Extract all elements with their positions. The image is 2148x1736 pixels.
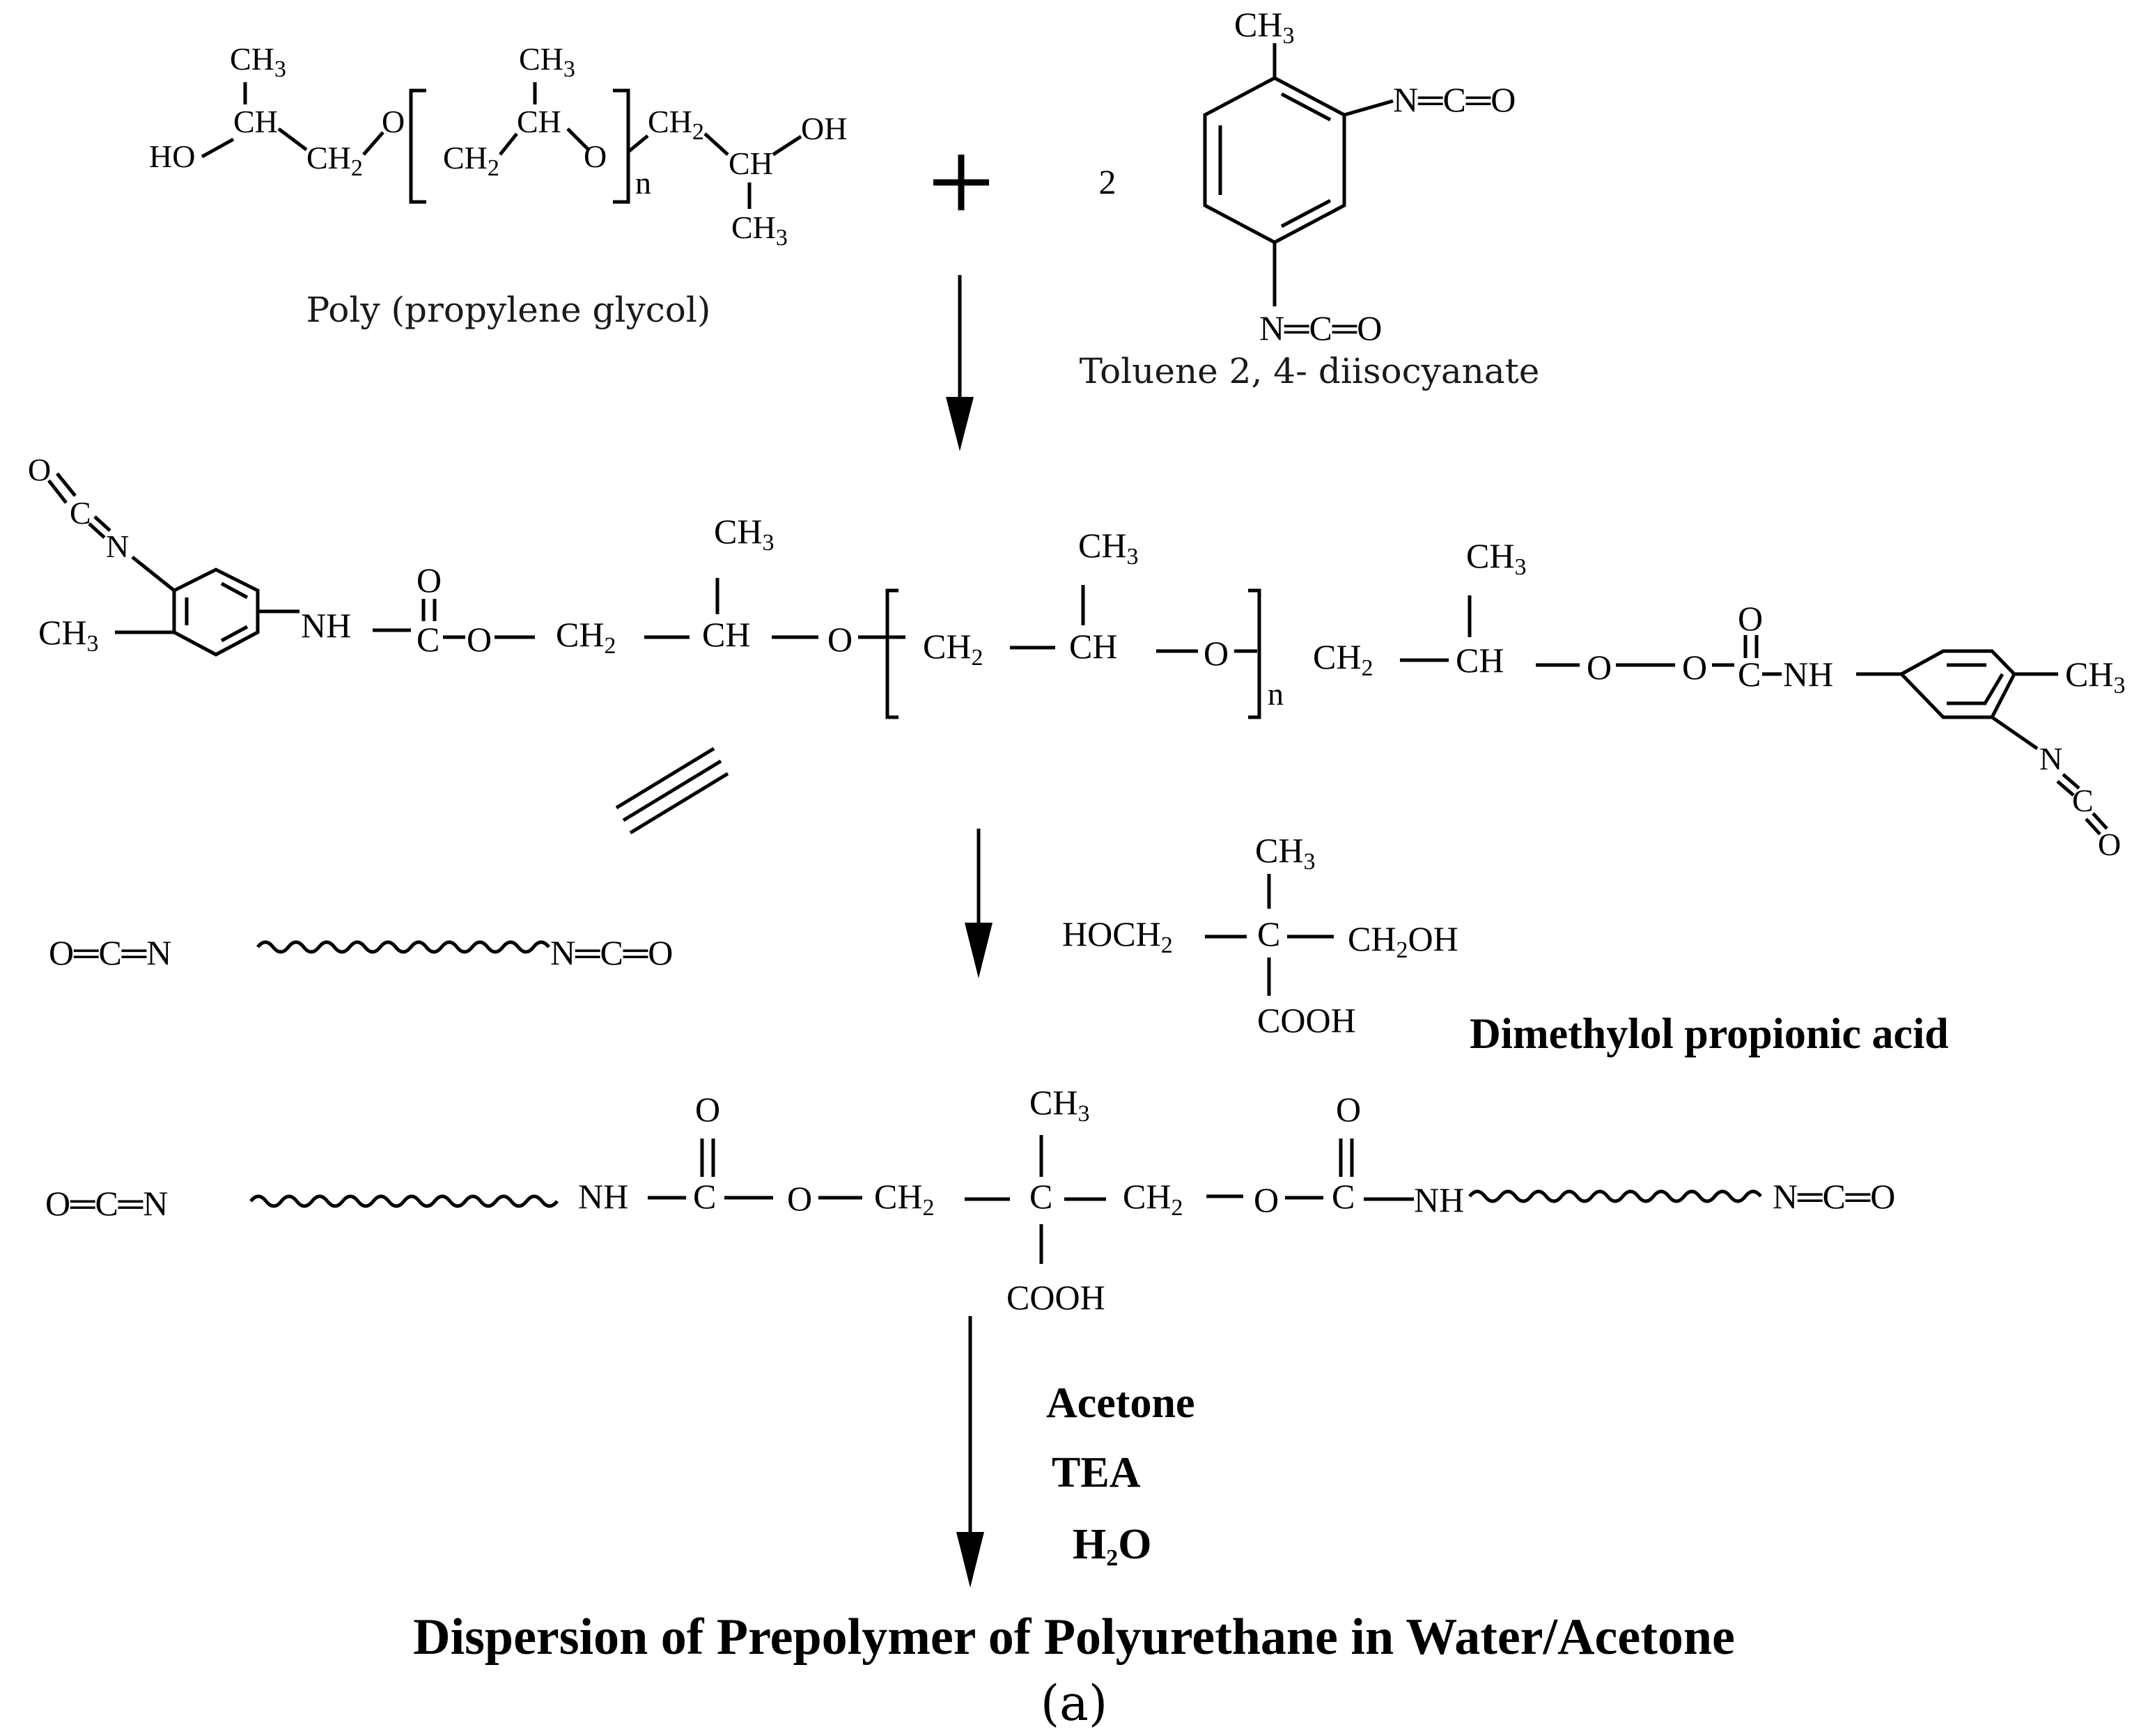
- right-ch3-label: CH3: [2065, 655, 2125, 698]
- ppg-ch2-end-label: CH2: [648, 104, 704, 145]
- right-o-2: O: [1682, 648, 1707, 687]
- ppg-structure: HO CH CH3 CH2 O CH2 CH CH3 O n CH2 CH OH…: [149, 41, 847, 330]
- reaction-arrow-1: [946, 275, 974, 451]
- ext-left-o: O: [787, 1179, 812, 1218]
- ppg-ch3-repeat-label: CH3: [519, 41, 575, 82]
- ext-left-nh: NH: [578, 1177, 628, 1216]
- right-c-label: C: [2072, 783, 2094, 818]
- condition-water: H2O: [1073, 1521, 1151, 1571]
- reaction-arrow-3: [956, 1316, 984, 1588]
- tdi-nco-top: N═C═O: [1393, 80, 1516, 119]
- ppg-oh-label: OH: [801, 111, 847, 146]
- panel-label: (a): [1041, 1675, 1107, 1732]
- right-o-label: O: [2098, 827, 2121, 862]
- tdi-name: Toluene 2, 4- diisocyanate: [1080, 351, 1540, 391]
- chain-ch2-2: CH2: [1313, 637, 1373, 681]
- left-carbonyl-c: C: [417, 620, 439, 659]
- equivalence-symbol: [615, 746, 729, 835]
- tdi-nco-bottom: N═C═O: [1259, 308, 1382, 347]
- ppg-ch3-label: CH3: [230, 41, 286, 82]
- product-caption: Dispersion of Prepolymer of Polyurethane…: [413, 1609, 1735, 1666]
- ext-right-c: C: [1332, 1177, 1355, 1216]
- ppg-o-label: O: [382, 104, 405, 139]
- left-nh-label: NH: [301, 606, 351, 645]
- dmpa-hoch2-label: HOCH2: [1062, 914, 1173, 958]
- simplified-right-nco: N═C═O: [550, 933, 673, 972]
- dmpa-c-label: C: [1257, 914, 1280, 953]
- right-n-label: N: [2039, 741, 2062, 776]
- extended-prepolymer: O═C═N NH C O O CH2 C CH3 CH2 O C O NH N═…: [45, 1083, 1895, 1317]
- left-ch3-label: CH3: [38, 613, 98, 657]
- chain-ch3-2: CH3: [1466, 536, 1526, 580]
- ext-left-c: C: [693, 1177, 716, 1216]
- repeat-ch3: CH3: [1078, 526, 1138, 570]
- ppg-ch-end-label: CH: [729, 146, 773, 181]
- repeat-ch2: CH2: [923, 627, 983, 671]
- tdi-structure: CH3 N═C═O N═C═O Toluene 2, 4- diisocyana…: [1080, 5, 1540, 391]
- ppg-n-label: n: [635, 165, 651, 201]
- condition-acetone: Acetone: [1046, 1379, 1194, 1427]
- reaction-arrow-2: [965, 829, 993, 978]
- right-carbonyl-o: O: [1738, 599, 1763, 638]
- ppg-ch-repeat-label: CH: [517, 104, 561, 139]
- left-o-label: O: [28, 452, 51, 487]
- ext-right-o: O: [1254, 1180, 1279, 1219]
- repeat-o: O: [1204, 634, 1229, 673]
- ext-center-ch3: CH3: [1029, 1083, 1089, 1127]
- chain-ch-2: CH: [1456, 641, 1504, 680]
- ext-center-c: C: [1029, 1177, 1052, 1216]
- ext-left-nco: O═C═N: [45, 1184, 168, 1223]
- condition-tea: TEA: [1052, 1449, 1141, 1496]
- ext-ch2-right: CH2: [1123, 1177, 1183, 1221]
- chain-o-1: O: [827, 620, 853, 659]
- plus-sign: [933, 155, 989, 210]
- tdi-coefficient: 2: [1099, 162, 1116, 201]
- ext-cooh: COOH: [1006, 1278, 1105, 1317]
- ext-right-nh: NH: [1414, 1180, 1464, 1219]
- dmpa-ch2oh-label: CH2OH: [1348, 919, 1458, 963]
- left-ester-o: O: [467, 620, 492, 659]
- right-o-1: O: [1587, 648, 1612, 687]
- chain-ch3-1: CH3: [714, 512, 774, 556]
- dmpa-name: Dimethylol propionic acid: [1470, 1010, 1949, 1058]
- ppg-name: Poly (propylene glycol): [306, 290, 711, 330]
- dmpa-cooh-label: COOH: [1257, 1001, 1356, 1040]
- dmpa-ch3-label: CH3: [1255, 831, 1315, 875]
- chain-ch2-1: CH2: [556, 615, 616, 659]
- repeat-ch: CH: [1069, 627, 1117, 666]
- ppg-ch2-repeat-label: CH2: [443, 140, 499, 181]
- ppg-ch-label: CH: [233, 104, 278, 139]
- ext-ch2-left: CH2: [874, 1177, 934, 1221]
- simplified-left-nco: O═C═N: [49, 933, 171, 972]
- ppg-o-repeat-label: O: [584, 139, 607, 174]
- repeat-n: n: [1268, 676, 1284, 712]
- dmpa-structure: CH3 HOCH2 C CH2OH COOH: [1062, 831, 1458, 1040]
- ppg-ho-label: HO: [149, 139, 195, 174]
- left-carbonyl-o: O: [417, 561, 442, 600]
- chain-ch-1: CH: [702, 615, 750, 654]
- left-n-label: N: [106, 529, 129, 564]
- right-nh-label: NH: [1783, 655, 1833, 694]
- ext-right-o-carbonyl: O: [1336, 1090, 1361, 1129]
- left-c-label: C: [70, 495, 91, 531]
- ext-left-o-carbonyl: O: [695, 1090, 720, 1129]
- prepolymer-structure: O C N CH3 NH C O O CH2 CH CH3 O CH2 CH C…: [28, 452, 2125, 862]
- ext-right-nco: N═C═O: [1773, 1177, 1895, 1216]
- ppg-ch2-label: CH2: [306, 140, 363, 181]
- ppg-ch3-end-label: CH3: [731, 210, 788, 251]
- tdi-ch3-label: CH3: [1234, 5, 1294, 49]
- simplified-prepolymer: O═C═N N═C═O: [49, 933, 673, 972]
- right-carbonyl-c: C: [1738, 655, 1761, 694]
